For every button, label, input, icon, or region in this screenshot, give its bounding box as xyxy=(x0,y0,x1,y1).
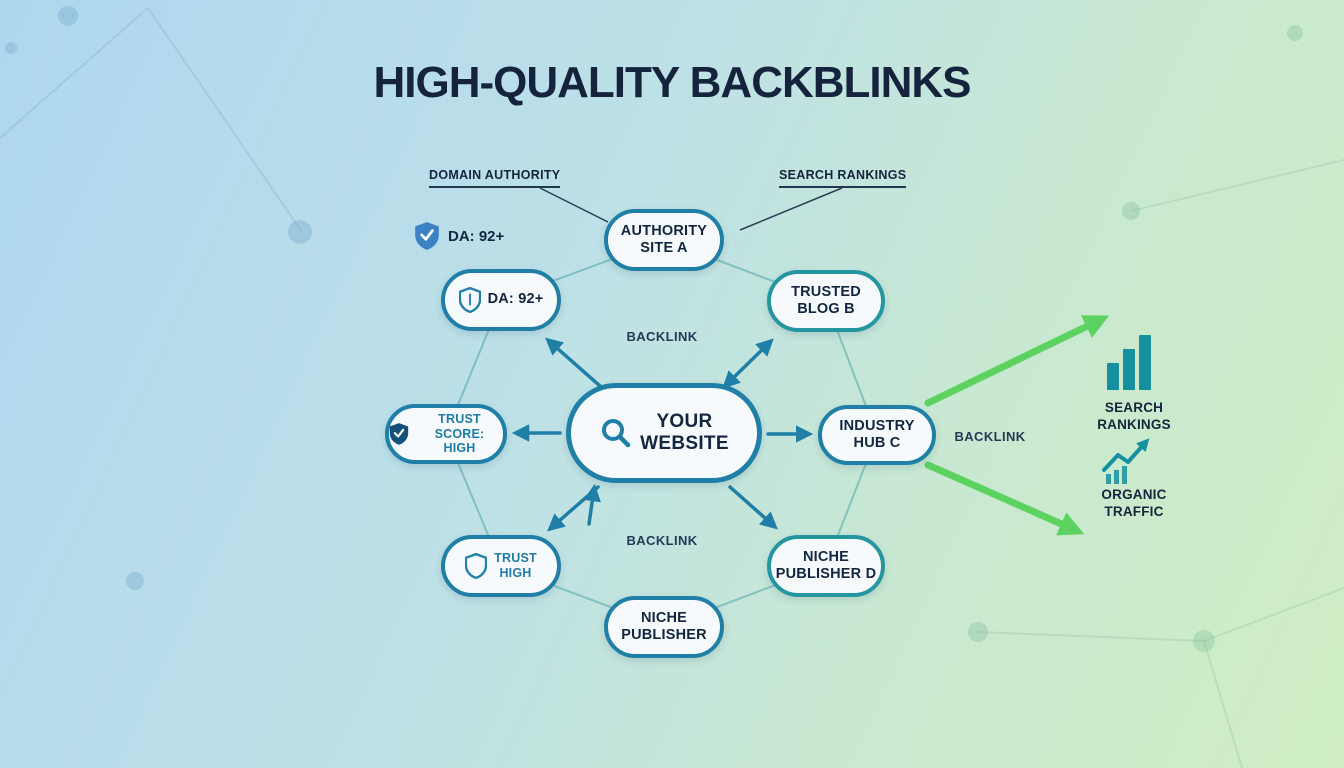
backlink-label-top: BACKLINK xyxy=(626,329,698,344)
node-label: TRUST HIGH xyxy=(494,551,537,580)
node-trust-high: TRUST HIGH xyxy=(441,535,561,597)
bar-chart-icon xyxy=(1107,335,1151,390)
backlink-label-bottom: BACKLINK xyxy=(626,533,698,548)
da-badge-label: DA: 92+ xyxy=(448,227,505,245)
node-niche-publisher: NICHE PUBLISHER xyxy=(604,596,724,658)
line-chart-icon xyxy=(1102,438,1150,484)
node-your-website: YOUR WEBSITE xyxy=(566,383,762,483)
node-trust-score-high: TRUST SCORE: HIGH xyxy=(385,404,507,464)
node-label: NICHE PUBLISHER D xyxy=(775,548,877,582)
node-label: YOUR WEBSITE xyxy=(640,410,729,454)
shield-icon xyxy=(458,287,481,313)
node-da-92: DA: 92+ xyxy=(441,269,561,331)
node-label: DA: 92+ xyxy=(487,291,544,308)
outcome-organic-traffic: ORGANIC TRAFFIC xyxy=(1101,487,1167,519)
shield-check-icon xyxy=(389,423,409,445)
callout-leader-lines xyxy=(539,187,843,231)
node-authority-site-a: AUTHORITY SITE A xyxy=(604,209,724,271)
shield-icon xyxy=(465,553,488,579)
outcome-arrows xyxy=(924,315,1110,536)
callout-domain-authority: DOMAIN AUTHORITY xyxy=(429,168,561,188)
backlink-arrows xyxy=(511,337,814,532)
da-badge: DA: 92+ xyxy=(414,221,504,251)
node-trusted-blog-b: TRUSTED BLOG B xyxy=(767,270,885,332)
node-label: TRUST SCORE: HIGH xyxy=(434,411,485,456)
outcome-search-rankings: SEARCH RANKINGS xyxy=(1097,400,1171,432)
node-industry-hub-c: INDUSTRY HUB C xyxy=(818,405,936,465)
node-label: AUTHORITY SITE A xyxy=(620,222,708,256)
callout-search-rankings: SEARCH RANKINGS xyxy=(779,168,907,188)
node-label: TRUSTED BLOG B xyxy=(791,283,861,317)
search-icon xyxy=(602,419,631,448)
page-title: HIGH-QUALITY BACKBLINKS xyxy=(373,58,971,107)
node-niche-publisher-d: NICHE PUBLISHER D xyxy=(767,535,885,597)
shield-check-icon xyxy=(415,222,439,250)
backlink-label-right: BACKLINK xyxy=(954,429,1026,444)
node-label: NICHE PUBLISHER xyxy=(621,609,707,643)
node-label: INDUSTRY HUB C xyxy=(839,417,915,451)
